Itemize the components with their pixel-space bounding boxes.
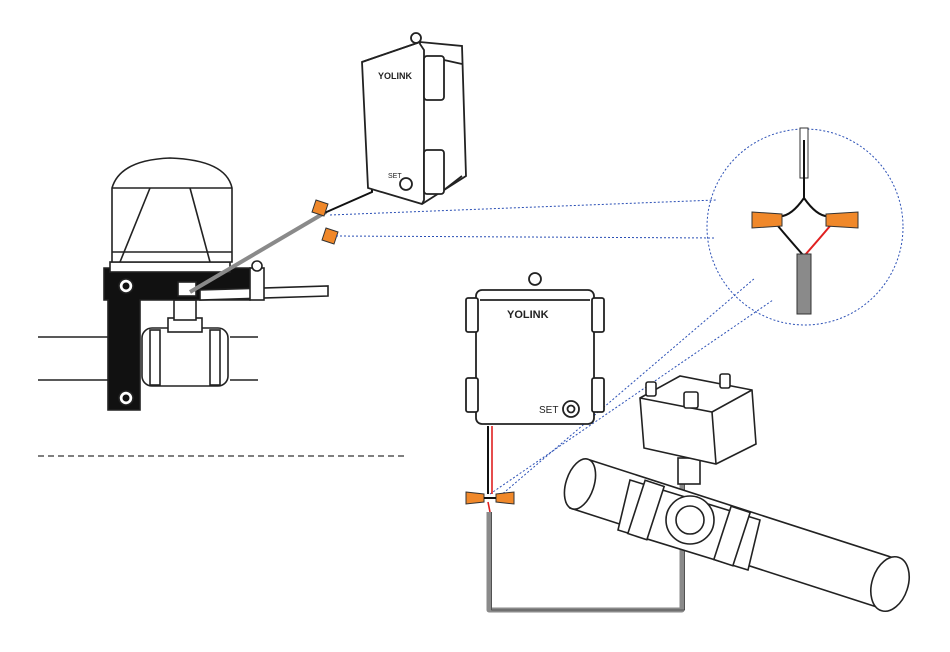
callout-connector-right — [826, 212, 858, 228]
brand-label-top: YOLINK — [378, 71, 413, 81]
wire-connector-bottom-right — [496, 492, 514, 504]
brand-label-bottom: YOLINK — [507, 309, 549, 321]
hub-bottom — [466, 273, 604, 424]
valve-manipulator-assembly — [38, 158, 328, 410]
hub-wire-left — [322, 178, 372, 214]
set-label-top: SET — [388, 173, 402, 180]
wire-connector-bottom-left — [466, 492, 484, 504]
callout-magnifier — [707, 128, 903, 325]
set-label-bottom: SET — [539, 405, 558, 416]
callout-connector-left — [752, 212, 782, 228]
hub-top — [362, 33, 466, 204]
wire-connector-left-b — [322, 228, 338, 244]
